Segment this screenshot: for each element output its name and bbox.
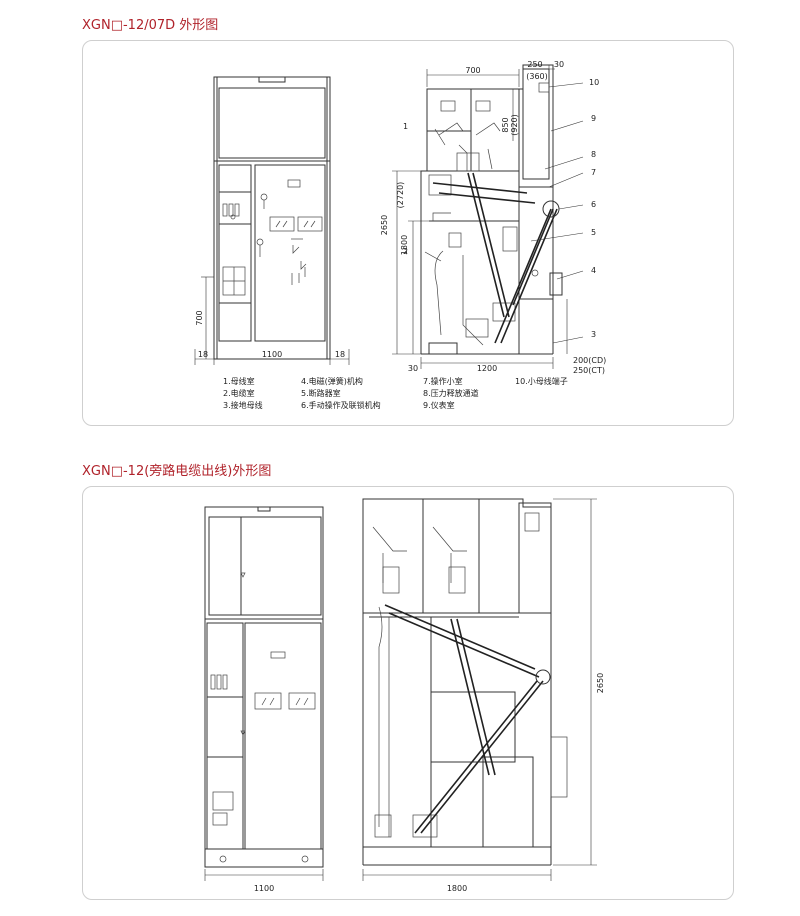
callout-9: 9 bbox=[591, 114, 596, 123]
front-dim-right: 18 bbox=[335, 350, 345, 359]
side-dim-meter: 850 bbox=[501, 117, 510, 132]
side-dim-lower: 1800 bbox=[400, 235, 409, 255]
front-dim-width: 1100 bbox=[262, 350, 282, 359]
side-view bbox=[392, 64, 584, 369]
section2-title: XGN□-12(旁路电缆出线)外形图 bbox=[82, 464, 272, 479]
legend-3: 3.接地母线 bbox=[223, 400, 263, 410]
side-dim-top-b: 30 bbox=[554, 60, 564, 69]
front-dim-height: 700 bbox=[195, 310, 204, 325]
callout-4: 4 bbox=[591, 266, 596, 275]
callout-6: 6 bbox=[591, 200, 596, 209]
front-dim-left: 18 bbox=[198, 350, 208, 359]
callout-3: 3 bbox=[591, 330, 596, 339]
diagram-07d: 1100 18 18 700 bbox=[194, 60, 606, 410]
side-dim-bottom-left: 30 bbox=[408, 364, 418, 373]
side-dim-total: 2650 bbox=[380, 215, 389, 235]
side-dim-meter-alt: (920) bbox=[510, 114, 519, 136]
callout-7: 7 bbox=[591, 168, 596, 177]
front-view bbox=[194, 76, 350, 365]
side-dim-base-ct: 250(CT) bbox=[573, 366, 605, 375]
callout-1: 1 bbox=[403, 122, 408, 131]
callout-2: 2 bbox=[403, 247, 408, 256]
legend-6: 6.手动操作及联锁机构 bbox=[301, 400, 381, 410]
legend-1: 1.母线室 bbox=[223, 376, 255, 386]
legend-8: 8.压力释放通道 bbox=[423, 388, 479, 398]
legend-7: 7.操作小室 bbox=[423, 376, 463, 386]
side-dim-depth-top: 700 bbox=[465, 66, 480, 75]
callout-10: 10 bbox=[589, 78, 599, 87]
front2-dim-width: 1100 bbox=[254, 884, 274, 893]
diagram-bypass-cable: 1100 1800 2650 bbox=[204, 498, 605, 893]
diagram-panel-1: 1100 18 18 700 bbox=[82, 40, 734, 426]
side2-dim-height: 2650 bbox=[596, 673, 605, 693]
side-dim-depth-bottom: 1200 bbox=[477, 364, 497, 373]
side-view-2 bbox=[362, 498, 597, 881]
side2-dim-depth: 1800 bbox=[447, 884, 467, 893]
callout-5: 5 bbox=[591, 228, 596, 237]
callout-8: 8 bbox=[591, 150, 596, 159]
legend-9: 9.仪表室 bbox=[423, 400, 455, 410]
section1-title: XGN□-12/07D 外形图 bbox=[82, 18, 219, 33]
legend-2: 2.电缆室 bbox=[223, 388, 255, 398]
diagram-panel-2: 1100 1800 2650 bbox=[82, 486, 734, 900]
side-dim-top-a: 250 bbox=[527, 60, 542, 69]
legend-5: 5.断路器室 bbox=[301, 388, 341, 398]
legend-4: 4.电磁(弹簧)机构 bbox=[301, 376, 363, 386]
side-dim-alt: (2720) bbox=[396, 182, 405, 209]
side-dim-top-c: (360) bbox=[526, 72, 548, 81]
front-view-2 bbox=[204, 506, 324, 881]
side-dim-base-cd: 200(CD) bbox=[573, 356, 606, 365]
legend-10: 10.小母线端子 bbox=[515, 376, 568, 386]
